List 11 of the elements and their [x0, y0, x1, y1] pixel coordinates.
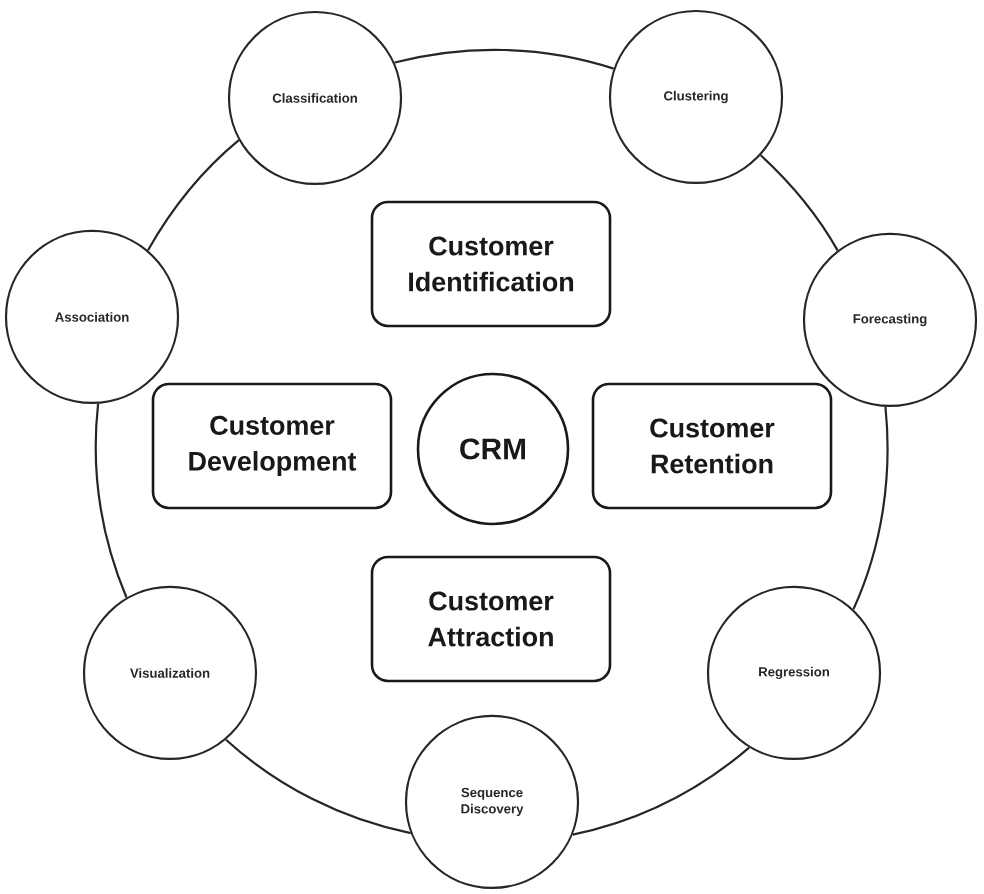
rounded-box: Customer Retention: [591, 382, 833, 510]
connector-arc: [394, 48, 614, 70]
connector-arc: [759, 154, 839, 251]
connector-arc: [225, 738, 411, 835]
rounded-box: Customer Development: [151, 382, 393, 510]
connector-arc: [572, 746, 750, 836]
rounded-box: Customer Identification: [370, 200, 612, 328]
connector-arc: [852, 406, 889, 610]
connector-arc: [147, 139, 240, 251]
rounded-box: Customer Attraction: [370, 555, 612, 683]
connector-arc: [94, 403, 128, 598]
